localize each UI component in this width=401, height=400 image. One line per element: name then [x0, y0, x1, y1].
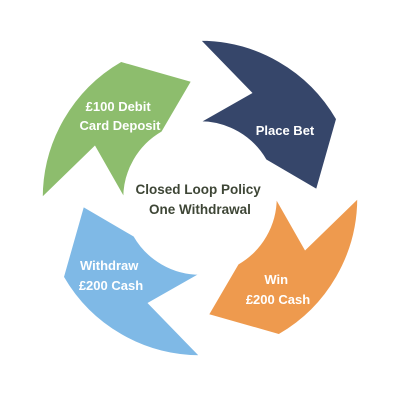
center-line2: One Withdrawal	[149, 202, 251, 217]
place-bet-label: Place Bet	[256, 123, 315, 138]
place-bet-label-line1: Place Bet	[256, 123, 315, 138]
center-line1: Closed Loop Policy	[135, 182, 261, 197]
deposit-label-line2: Card Deposit	[80, 118, 162, 133]
cycle-arrows	[41, 39, 359, 357]
withdraw-label-line1: Withdraw	[80, 258, 139, 273]
center-disc	[124, 122, 276, 274]
withdraw-label-line2: £200 Cash	[79, 278, 143, 293]
center-title: Closed Loop Policy One Withdrawal	[135, 182, 264, 217]
win-label-line1: Win	[264, 272, 288, 287]
win-label-line2: £200 Cash	[246, 292, 310, 307]
deposit-label: £100 Debit Card Deposit	[80, 99, 162, 133]
deposit-label-line1: £100 Debit	[86, 99, 152, 114]
withdraw-label: Withdraw £200 Cash	[79, 258, 143, 293]
win-label: Win £200 Cash	[246, 272, 310, 307]
